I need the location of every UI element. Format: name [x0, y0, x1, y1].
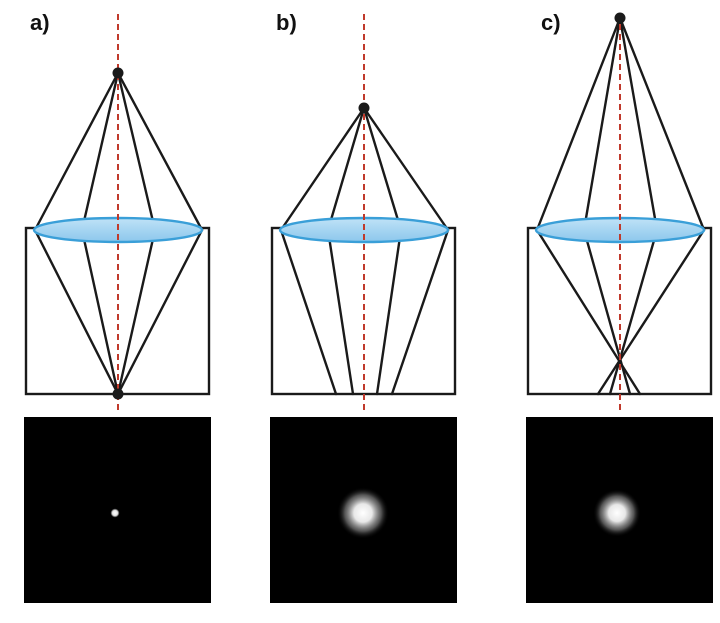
panel-a-label: a) [30, 10, 50, 35]
panel-b-blur-spot [337, 487, 389, 539]
panel-a: a) [24, 10, 211, 603]
panel-c-label: c) [541, 10, 561, 35]
panel-c-outgoing-rays [535, 228, 706, 396]
panel-a-sharp-spot [110, 508, 120, 518]
panel-b-incoming-rays [279, 106, 450, 232]
panel-b: b) [270, 10, 457, 603]
panel-c: c) [526, 10, 713, 603]
panel-c-blur-spot [593, 489, 641, 537]
panel-a-outgoing-rays [33, 228, 204, 396]
panel-b-outgoing-rays [279, 228, 450, 396]
panel-a-point-source [112, 67, 124, 79]
panel-c-incoming-rays [535, 16, 706, 232]
panel-b-label: b) [276, 10, 297, 35]
panel-a-incoming-rays [33, 71, 204, 232]
panel-a-focus-point [112, 388, 124, 400]
panel-c-point-source [614, 12, 626, 24]
panel-b-point-source [358, 102, 370, 114]
